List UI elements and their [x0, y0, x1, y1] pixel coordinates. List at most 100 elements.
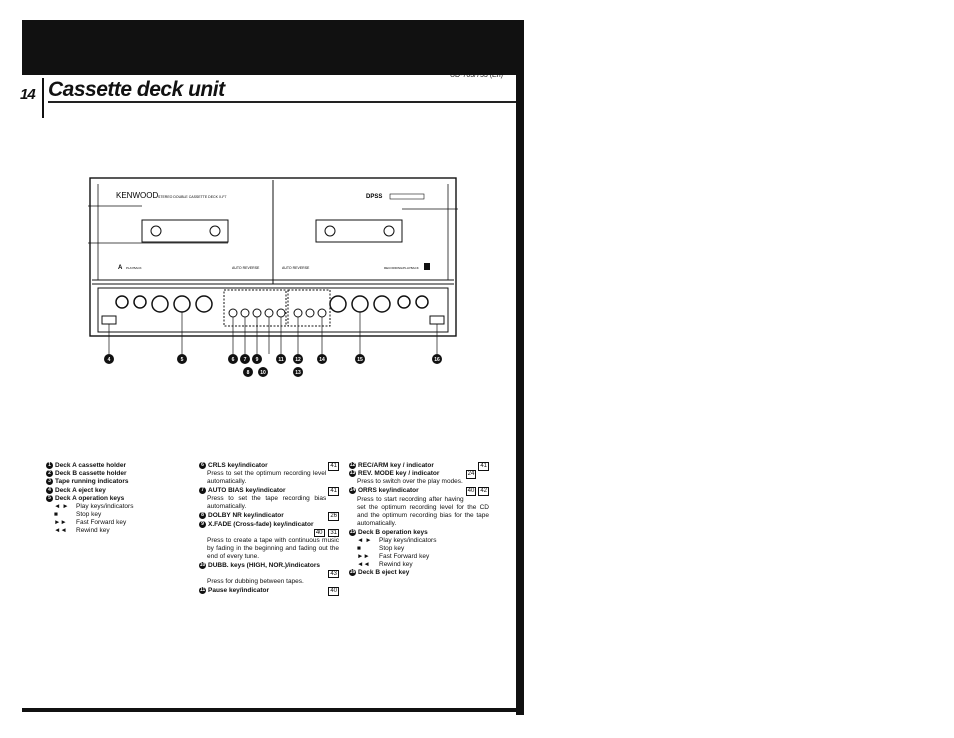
rec-key-group	[287, 289, 331, 327]
deck-b-window	[315, 219, 403, 243]
callout-9: 9	[256, 357, 259, 363]
callout-7-badge	[240, 354, 250, 364]
deck-b-badge	[424, 263, 430, 270]
callout-12-badge	[293, 354, 303, 364]
deck-b-ff-key	[415, 295, 429, 309]
callout-10: 10	[260, 370, 266, 376]
legend-refs-9: 40 31	[313, 528, 339, 537]
callout-15: 15	[357, 357, 363, 363]
page-ref: 41	[478, 462, 489, 471]
deck-a-ff-key	[133, 295, 147, 309]
legend-refs-10: 43	[328, 570, 339, 579]
dpss-logo: DPSS	[366, 194, 382, 200]
page-ref: 40	[328, 587, 339, 597]
deck-b-play-rev-key	[329, 295, 347, 313]
deck-a-stop-key	[173, 295, 191, 313]
callout-6-badge	[228, 354, 238, 364]
rec-playback-label: RECORDING/PLAYBACK	[384, 266, 419, 270]
legend-desc-9: Press to create a tape with continuous m…	[207, 536, 339, 560]
callout-10-badge	[258, 367, 268, 377]
deck-model-text: STEREO DOUBLE CASSETTE DECK X-F7	[158, 195, 227, 199]
callout-5: 5	[181, 357, 184, 363]
dolby-nr-key	[252, 308, 262, 318]
deck-b-play-row: ◄ ►Play keys/indicators	[357, 536, 437, 544]
callout-leaders	[108, 312, 438, 354]
deck-b-eject-key	[429, 315, 445, 325]
callout-9-badge	[252, 354, 262, 364]
playback-label: PLAYBACK	[126, 266, 142, 270]
rev-mode-key	[317, 308, 327, 318]
deck-a-rew-row: ◄◄Rewind key	[54, 527, 110, 535]
callout-14-badge	[317, 354, 327, 364]
page-number-bracket	[30, 78, 44, 118]
rec-arm-key	[305, 308, 315, 318]
xfade-key	[264, 308, 274, 318]
legend-desc-7: Press to set the tape recording bias aut…	[207, 495, 327, 511]
auto-reverse-left: AUTO REVERSE	[232, 266, 260, 270]
dubb-key	[276, 308, 286, 318]
page-ref: 26	[328, 512, 339, 522]
auto-bias-key	[240, 308, 250, 318]
title-rule	[48, 101, 516, 103]
deck-b-ff-row: ►►Fast Forward key	[357, 552, 430, 560]
deck-a-play-key	[195, 295, 213, 313]
deck-b-rew-row: ◄◄Rewind key	[357, 560, 413, 568]
header-bar	[22, 20, 524, 75]
callout-8-badge	[243, 367, 253, 377]
deck-a-reel-right	[209, 225, 221, 237]
deck-b-stop-row: ■Stop key	[357, 544, 405, 552]
callout-8: 8	[247, 370, 250, 376]
control-strip	[97, 287, 449, 333]
deck-a-ff-row: ►►Fast Forward key	[54, 519, 127, 527]
deck-b-rewind-key	[397, 295, 411, 309]
callout-12: 12	[295, 357, 301, 363]
callout-6: 6	[232, 357, 235, 363]
deck-a-stop-row: ■Stop key	[54, 511, 102, 519]
legend-desc-14: Press to start recording after having se…	[357, 495, 489, 527]
deck-a-reel-left	[150, 225, 162, 237]
pause-key	[293, 308, 303, 318]
page-ref: 41	[328, 462, 339, 471]
page-ref: 42	[478, 487, 489, 497]
callout-16-badge	[432, 354, 442, 364]
deck-b-play-key	[373, 295, 391, 313]
page-ref: 24	[465, 470, 477, 480]
dolby-badge	[389, 193, 425, 200]
callout-4: 4	[108, 357, 111, 363]
deck-a-eject-key	[101, 315, 117, 325]
callout-16: 16	[434, 357, 440, 363]
model-code: UD-703/753 (En)	[450, 72, 503, 79]
callout-7: 7	[244, 357, 247, 363]
page-ref: 41	[328, 487, 339, 497]
callout-11: 11	[278, 357, 284, 363]
callout-15-badge	[355, 354, 365, 364]
page-title: Cassette deck unit	[48, 78, 225, 101]
deck-a-label: A	[118, 265, 123, 271]
page-number: 14	[20, 86, 36, 103]
right-edge-bar	[516, 20, 524, 715]
legend-desc-13: Press to switch over the play modes.	[357, 478, 463, 486]
callout-13: 13	[295, 370, 301, 376]
auto-reverse-right: AUTO REVERSE	[282, 266, 310, 270]
callout-4-badge	[104, 354, 114, 364]
deck-b-reel-right	[383, 225, 395, 237]
